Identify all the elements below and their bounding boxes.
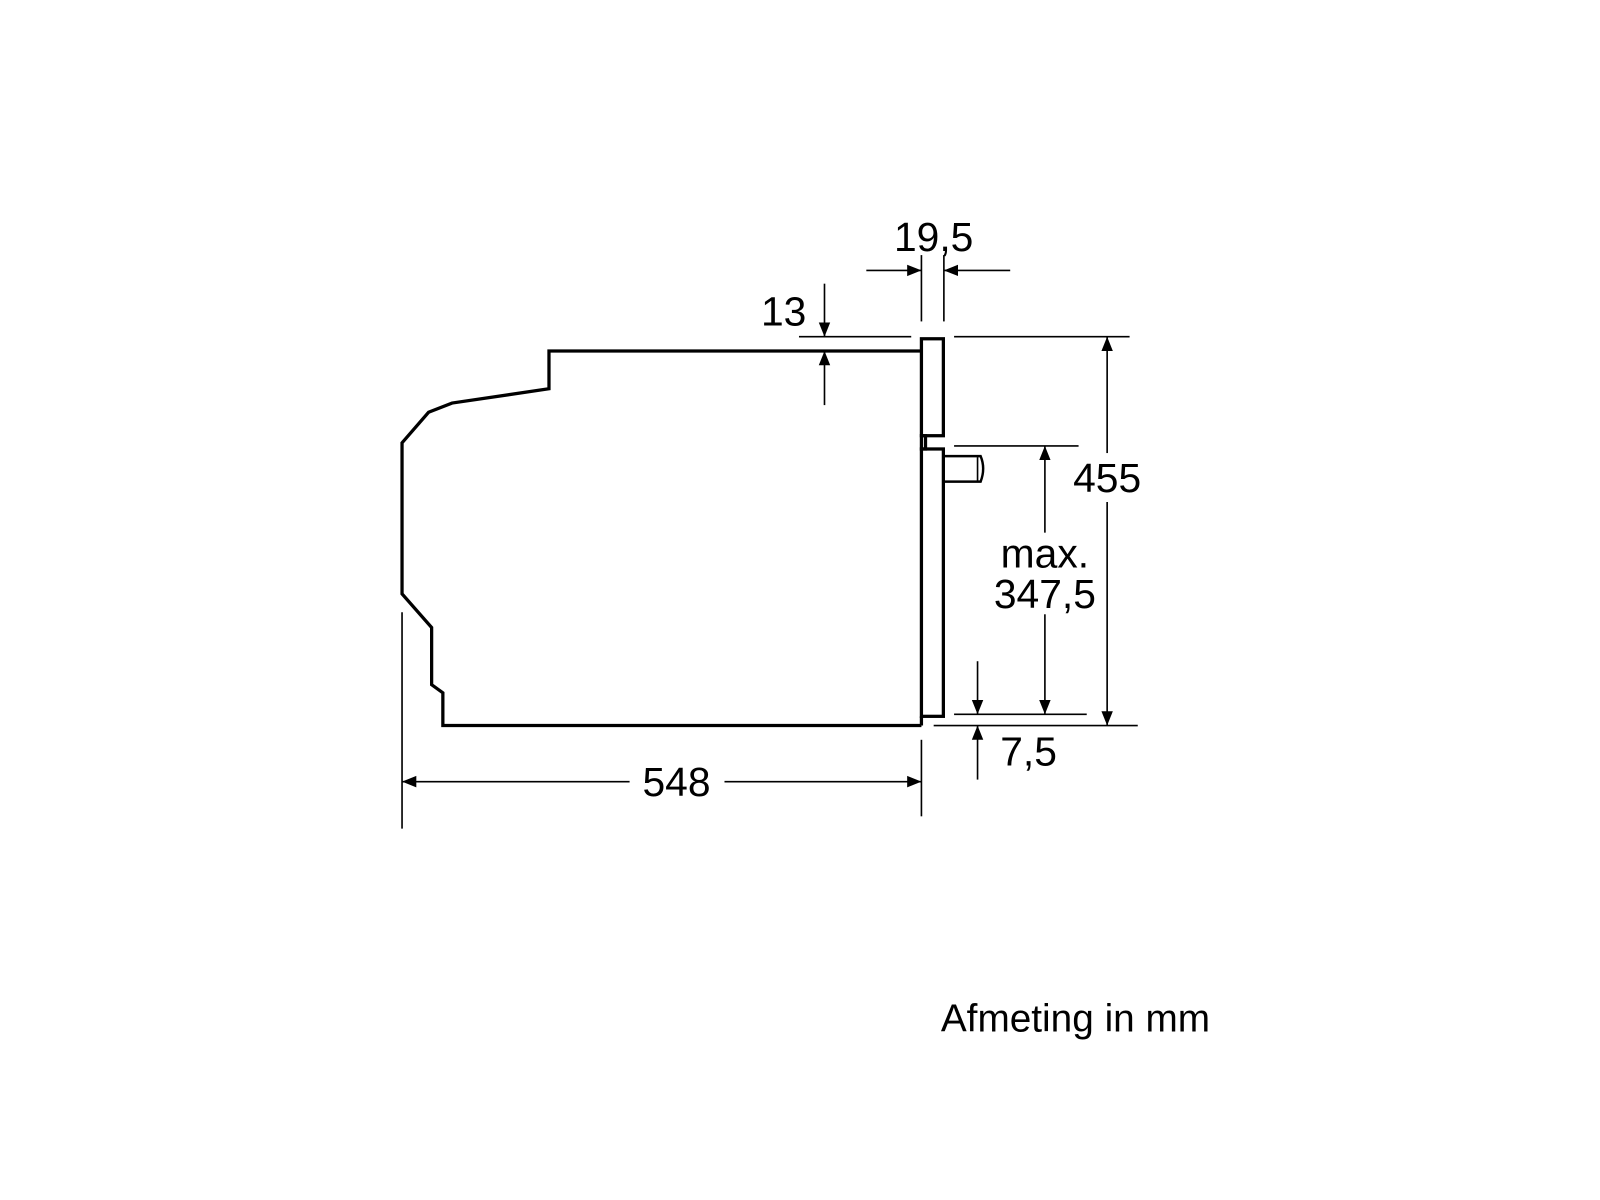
door-handle <box>943 454 985 483</box>
units-caption: Afmeting in mm <box>941 998 1210 1041</box>
dimension-depth: 548 <box>401 612 923 829</box>
height-label: 455 <box>1073 455 1141 501</box>
door-height-prefix: max. <box>1001 530 1089 576</box>
dimension-door-height: max. 347,5 <box>954 445 1096 716</box>
door-height-value: 347,5 <box>994 571 1096 617</box>
depth-label: 548 <box>642 759 710 805</box>
bottom-offset-label: 7,5 <box>1000 728 1057 774</box>
front-panel-thickness-label: 19,5 <box>894 214 973 260</box>
appliance-body-outline <box>400 349 922 728</box>
front-panel-upper <box>919 337 945 438</box>
dimension-top-offset: 13 <box>761 283 912 406</box>
dimension-bottom-offset: 7,5 <box>971 661 1057 780</box>
front-panel-gap <box>919 434 928 451</box>
dimension-height: 455 <box>933 335 1141 727</box>
door-panel <box>919 447 945 718</box>
dimension-front-panel-thickness: 19,5 <box>866 214 1011 322</box>
top-offset-label: 13 <box>761 289 806 335</box>
